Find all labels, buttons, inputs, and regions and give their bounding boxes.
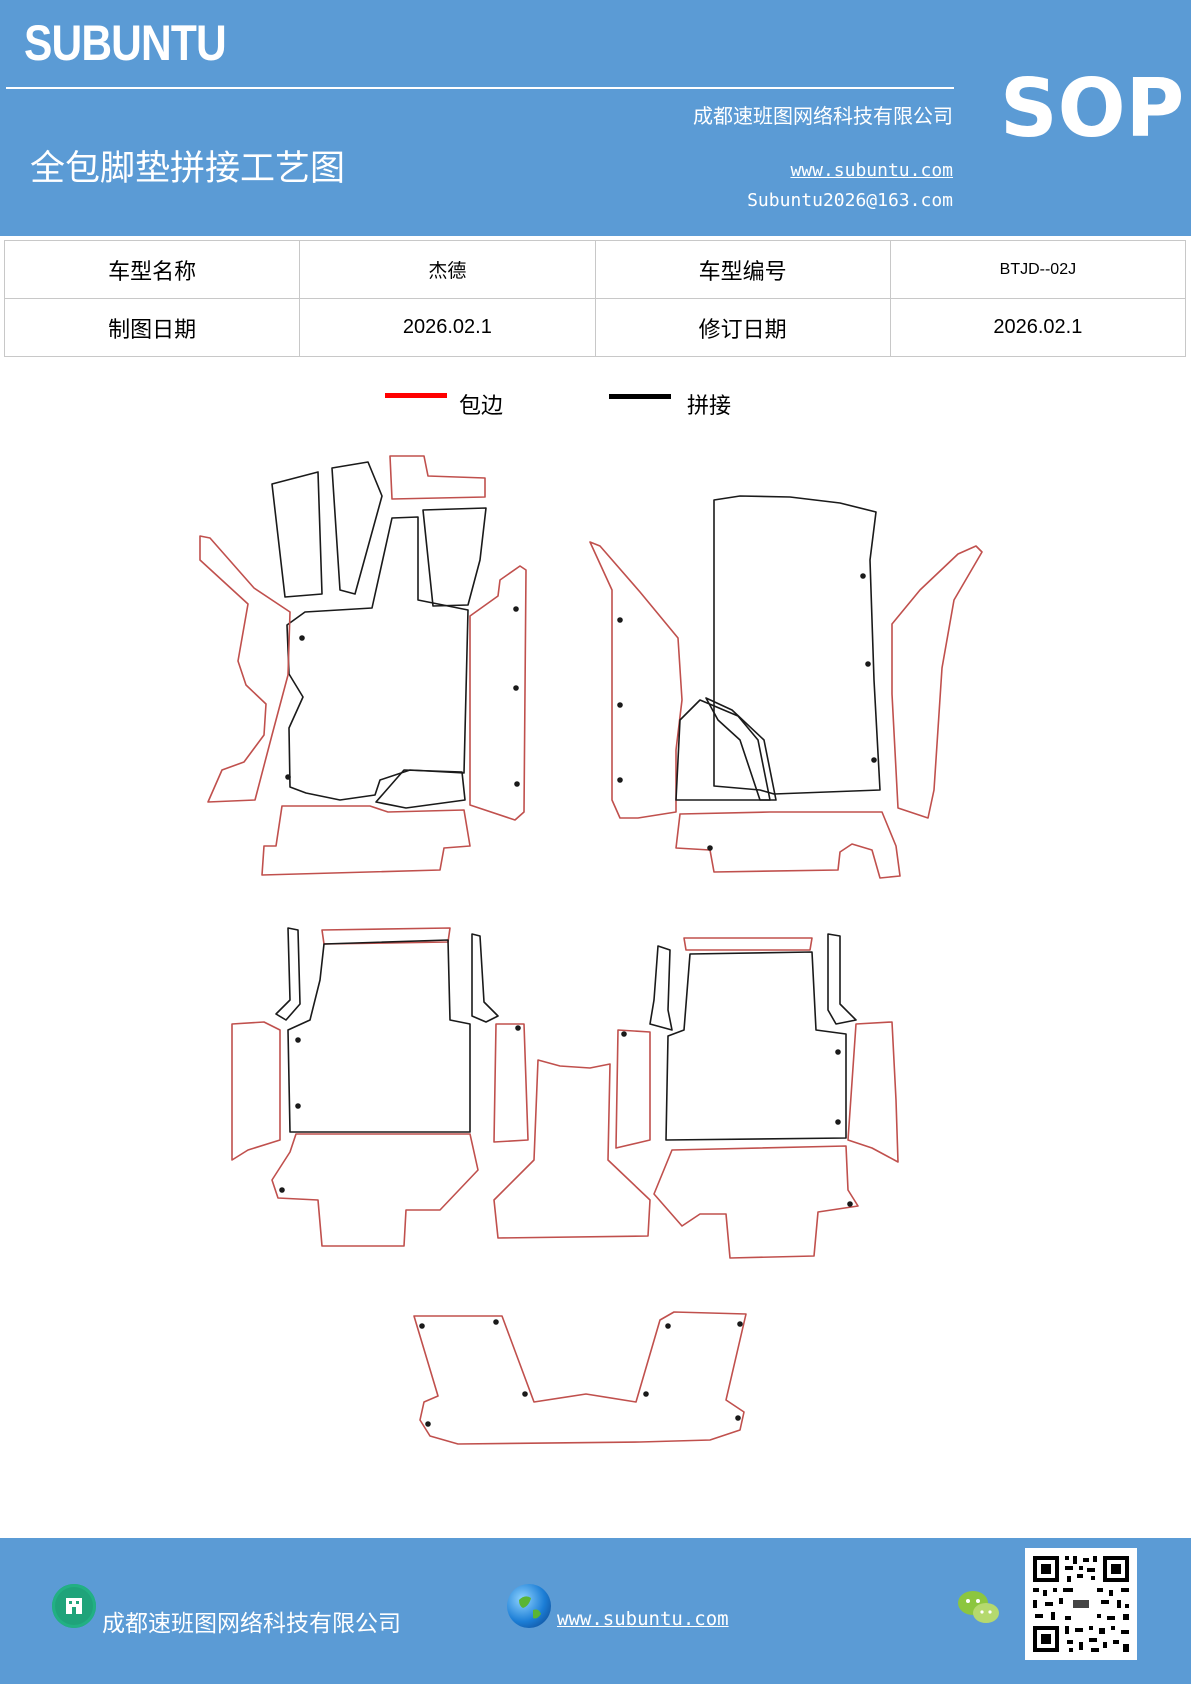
mat-piece — [413, 1311, 747, 1445]
legend-label-seam: 拼接 — [687, 394, 732, 419]
mat-piece — [675, 811, 901, 879]
header-divider — [6, 87, 954, 89]
rivet-hole — [847, 1201, 853, 1207]
mat-piece — [375, 769, 466, 809]
page-title: 全包脚垫拼接工艺图 — [30, 149, 346, 189]
rivet-hole — [513, 606, 519, 612]
mat-piece — [683, 937, 813, 951]
rivet-hole — [514, 781, 520, 787]
mat-piece — [847, 1021, 899, 1163]
info-table: 车型名称 杰德 车型编号 BTJD--02J 制图日期 2026.02.1 修订… — [3, 240, 1187, 357]
front-left-mat-set — [199, 455, 527, 876]
mat-piece — [615, 1029, 651, 1149]
rivet-hole — [617, 777, 623, 783]
footer-website-link[interactable]: www.subuntu.com — [557, 1608, 729, 1630]
mat-piece — [271, 1133, 479, 1247]
table-row: 车型名称 杰德 车型编号 BTJD--02J — [3, 240, 1187, 299]
model-name-label: 车型名称 — [3, 240, 301, 299]
mat-piece — [827, 933, 857, 1025]
rivet-hole — [835, 1049, 841, 1055]
legend-black-line — [609, 394, 671, 399]
page-footer: 成都速班图网络科技有限公司 www.subuntu.com — [0, 1538, 1191, 1684]
brand-logo: SUBUNTU — [24, 15, 227, 71]
page-header: SUBUNTU 成都速班图网络科技有限公司 全包脚垫拼接工艺图 www.subu… — [0, 0, 1191, 236]
draw-date-label: 制图日期 — [3, 298, 301, 357]
company-name: 成都速班图网络科技有限公司 — [693, 104, 953, 128]
model-name-value: 杰德 — [299, 240, 596, 299]
second-row-right-mat-set — [649, 933, 899, 1259]
mat-piece — [286, 516, 469, 801]
rivet-hole — [665, 1323, 671, 1329]
mat-piece — [471, 933, 499, 1023]
rivet-hole — [871, 757, 877, 763]
mat-piece — [705, 697, 777, 801]
mat-piece — [589, 541, 683, 819]
sop-badge: SOP — [1000, 62, 1185, 155]
rivet-hole — [835, 1119, 841, 1125]
mat-piece — [675, 699, 771, 801]
rivet-hole — [617, 617, 623, 623]
mat-piece — [231, 1021, 281, 1161]
rivet-hole — [735, 1415, 741, 1421]
rivet-hole — [515, 1025, 521, 1031]
draw-date-value: 2026.02.1 — [299, 298, 596, 357]
rear-mat — [413, 1311, 747, 1445]
rivet-hole — [707, 845, 713, 851]
revise-date-value: 2026.02.1 — [889, 298, 1187, 357]
legend-label-edging: 包边 — [459, 394, 504, 419]
mat-piece — [649, 945, 673, 1031]
legend-red-line — [385, 393, 447, 398]
mat-piece — [653, 1145, 859, 1259]
mat-piece — [287, 939, 471, 1133]
email-address: Subuntu2026@163.com — [747, 190, 953, 211]
revise-date-label: 修订日期 — [594, 298, 891, 357]
table-row: 制图日期 2026.02.1 修订日期 2026.02.1 — [3, 298, 1187, 357]
rivet-hole — [643, 1391, 649, 1397]
rivet-hole — [522, 1391, 528, 1397]
globe-icon — [507, 1584, 551, 1628]
rivet-hole — [860, 573, 866, 579]
second-row-left-mat-set — [231, 927, 499, 1247]
rivet-hole — [513, 685, 519, 691]
mat-piece — [331, 461, 383, 595]
rivet-hole — [285, 774, 291, 780]
rivet-hole — [493, 1319, 499, 1325]
mat-piece — [389, 455, 486, 500]
model-code-label: 车型编号 — [594, 240, 891, 299]
rivet-hole — [299, 635, 305, 641]
mat-piece — [422, 507, 487, 607]
mat-piece — [493, 1023, 529, 1143]
mat-piece — [493, 1059, 651, 1239]
building-icon — [52, 1584, 96, 1628]
mat-piece — [665, 951, 847, 1141]
model-code-value: BTJD--02J — [889, 240, 1187, 299]
qr-code — [1025, 1548, 1137, 1660]
rivet-hole — [737, 1321, 743, 1327]
website-link[interactable]: www.subuntu.com — [790, 160, 953, 181]
mat-piece — [713, 495, 881, 795]
rivet-hole — [279, 1187, 285, 1193]
mat-piece — [891, 545, 983, 819]
rivet-hole — [295, 1037, 301, 1043]
rivet-hole — [621, 1031, 627, 1037]
front-right-mat-set — [589, 495, 983, 879]
rivet-hole — [617, 702, 623, 708]
rivet-hole — [295, 1103, 301, 1109]
rivet-hole — [865, 661, 871, 667]
wechat-icon[interactable] — [956, 1588, 1002, 1628]
mat-piece — [275, 927, 301, 1021]
footer-company-name: 成都速班图网络科技有限公司 — [102, 1611, 401, 1637]
rivet-hole — [419, 1323, 425, 1329]
mat-piece — [261, 805, 471, 876]
mat-piece — [199, 535, 291, 803]
mat-piece — [271, 471, 323, 598]
second-row-center-mat-set — [493, 1023, 651, 1239]
mat-piece — [469, 565, 527, 821]
rivet-hole — [425, 1421, 431, 1427]
